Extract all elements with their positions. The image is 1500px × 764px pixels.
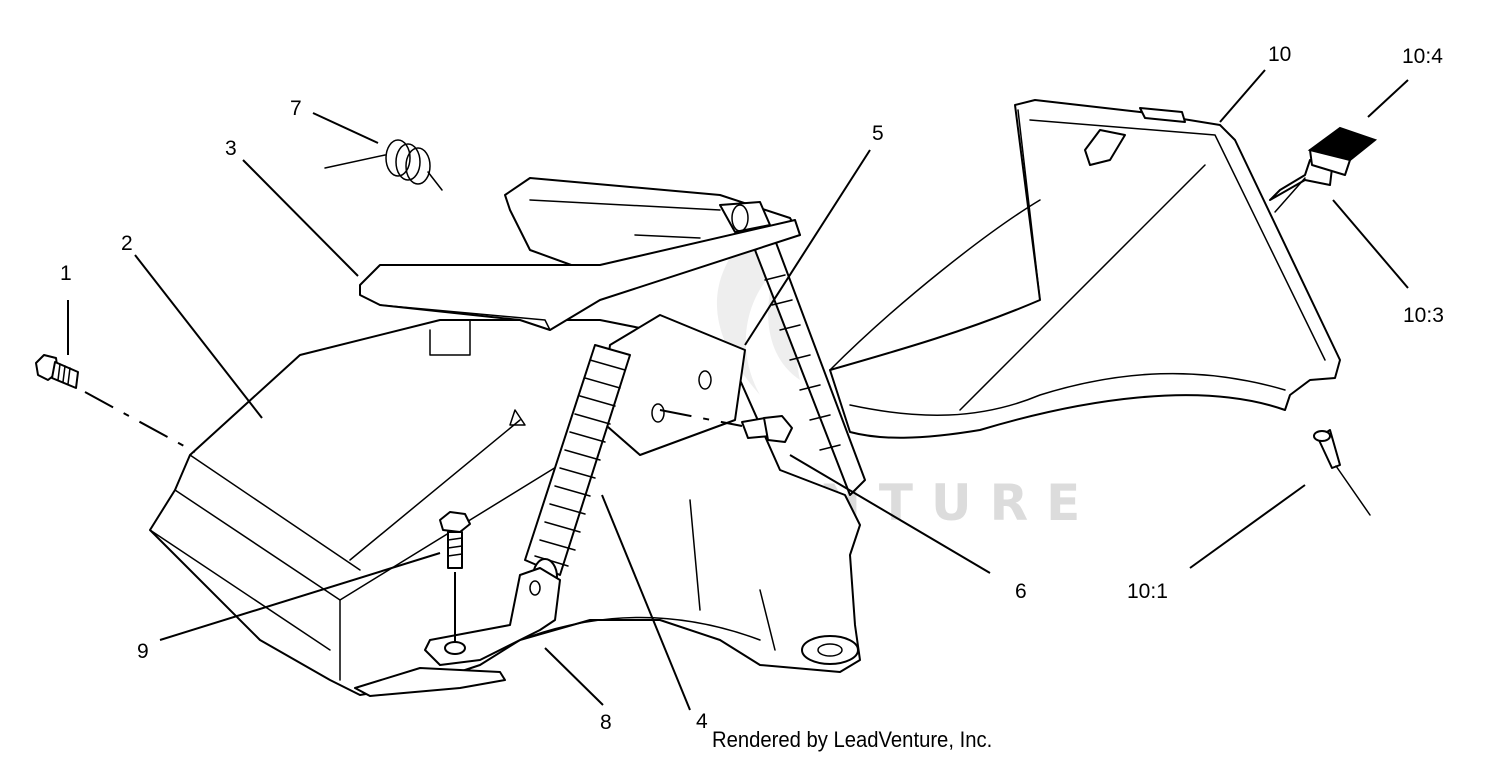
leader-lines — [67, 69, 1409, 711]
callout-6: 6 — [1015, 580, 1027, 603]
callout-1: 1 — [60, 262, 72, 285]
axis-line-1 — [84, 391, 196, 453]
part-10-deflector — [829, 99, 1341, 439]
callout-10: 10 — [1268, 43, 1291, 66]
callout-3: 3 — [225, 137, 237, 160]
callout-2: 2 — [121, 232, 133, 255]
part-10-1-rivet — [1313, 429, 1371, 516]
axis-line-6 — [659, 409, 743, 427]
callout-4: 4 — [696, 710, 708, 733]
callout-10-1: 10:1 — [1127, 580, 1168, 603]
callout-10-4: 10:4 — [1402, 45, 1443, 68]
part-9-bolt — [439, 511, 471, 569]
callout-7: 7 — [290, 97, 302, 120]
credit-line: Rendered by LeadVenture, Inc. — [712, 727, 993, 752]
part-10-4-pad — [1307, 126, 1378, 176]
callout-8: 8 — [600, 711, 612, 734]
callout-9: 9 — [137, 640, 149, 663]
part-7-torsion-spring — [324, 139, 443, 191]
part-3-handle — [359, 177, 801, 331]
callout-10-3: 10:3 — [1403, 304, 1444, 327]
part-1-bolt — [35, 354, 79, 389]
part-6-bolt — [741, 415, 793, 443]
part-8-anchor-bracket — [424, 567, 561, 666]
callout-5: 5 — [872, 122, 884, 145]
